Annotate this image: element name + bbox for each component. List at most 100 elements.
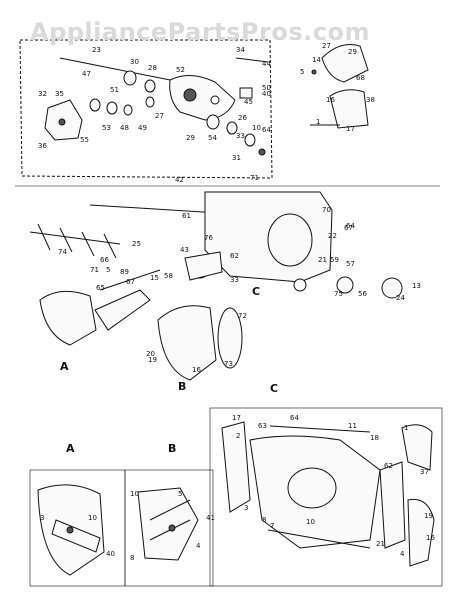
callout-number: 73 <box>224 360 233 368</box>
callout-number: 21 <box>318 256 327 264</box>
callout-number: 25 <box>132 240 141 248</box>
callout-number: 33 <box>230 276 239 284</box>
callout-number: 71 <box>90 266 99 274</box>
callout-number: 17 <box>346 125 355 133</box>
callout-number: 17 <box>232 414 241 422</box>
callout-number: 13 <box>412 282 421 290</box>
gearbox-assembly <box>19 39 273 179</box>
callout-number: 50 <box>262 84 271 92</box>
callout-number: 41 <box>206 514 215 522</box>
callouts-right-top: 27 29 5 14 68 16 38 1 17 <box>300 42 375 133</box>
callout-number: 74 <box>58 248 67 256</box>
inset-b <box>124 469 214 587</box>
callout-number: 75 <box>334 290 343 298</box>
callout-number: 56 <box>358 290 367 298</box>
section-label-c: C <box>270 382 278 395</box>
callout-number: 59 <box>330 256 339 264</box>
inset-label-a: A <box>66 442 75 455</box>
callout-number: 7 <box>270 522 274 530</box>
callout-number: 64 <box>262 126 271 134</box>
section-label-c-mid: C <box>252 285 260 298</box>
callout-number: 1 <box>404 424 408 432</box>
section-label-b: B <box>178 380 186 393</box>
callout-number: 40 <box>106 550 115 558</box>
callout-number: 3 <box>40 514 44 522</box>
callout-number: 16 <box>326 96 335 104</box>
callout-number: 67 <box>344 224 353 232</box>
callout-number: 89 <box>120 268 129 276</box>
inset-c <box>209 407 443 587</box>
callout-number: 68 <box>356 74 365 82</box>
callout-number: 55 <box>80 136 89 144</box>
callout-number: 20 <box>146 350 155 358</box>
callout-number: 28 <box>148 64 157 72</box>
callout-number: 27 <box>322 42 331 50</box>
callout-number: 36 <box>38 142 47 150</box>
callout-number: 62 <box>230 252 239 260</box>
callout-number: 67 <box>126 278 135 286</box>
callout-number: 1 <box>316 118 320 126</box>
callout-number: 10 <box>130 490 139 498</box>
callout-number: 24 <box>396 294 405 302</box>
callout-number: 64 <box>346 222 355 230</box>
callout-number: 49 <box>138 124 147 132</box>
callout-number: 42 <box>175 176 184 184</box>
callout-number: 40 <box>262 90 271 98</box>
callout-number: 38 <box>366 96 375 104</box>
callout-number: 10 <box>306 518 315 526</box>
callout-number: 30 <box>130 58 139 66</box>
callout-number: 63 <box>258 422 267 430</box>
callouts-inset-a: 3 40 10 <box>40 514 115 558</box>
callout-number: 10 <box>88 514 97 522</box>
auger-assembly <box>29 191 403 381</box>
callout-number: 2 <box>236 432 240 440</box>
callout-number: 11 <box>348 422 357 430</box>
callout-number: 62 <box>384 462 393 470</box>
callout-number: 3 <box>244 504 248 512</box>
watermark: AppliancePartsPros.com <box>30 18 370 46</box>
callout-number: 8 <box>262 516 266 524</box>
callout-number: 37 <box>420 468 429 476</box>
callout-number: 58 <box>164 272 173 280</box>
callout-number: 53 <box>102 124 111 132</box>
callout-number: 65 <box>96 284 105 292</box>
callout-number: 47 <box>82 70 91 78</box>
callout-number: 76 <box>204 234 213 242</box>
callout-number: 48 <box>120 124 129 132</box>
callout-number: 15 <box>150 274 159 282</box>
callout-number: 4 <box>400 550 405 558</box>
inset-a <box>29 469 126 587</box>
callout-number: 5 <box>106 266 110 274</box>
callout-number: 45 <box>244 98 253 106</box>
callout-number: 16 <box>192 366 201 374</box>
callout-number: 5 <box>300 68 304 76</box>
callout-number: 72 <box>238 312 247 320</box>
callout-number: 23 <box>92 46 101 54</box>
callout-number: 44 <box>262 60 271 68</box>
callout-number: 33 <box>236 132 245 140</box>
callout-number: 70 <box>322 206 331 214</box>
callout-number: 8 <box>130 554 134 562</box>
callout-number: 22 <box>328 232 337 240</box>
callout-number: 19 <box>424 512 433 520</box>
callout-number: 35 <box>55 90 64 98</box>
callout-number: 32 <box>38 90 47 98</box>
section-label-a: A <box>60 360 69 373</box>
callout-number: 16 <box>426 534 435 542</box>
callout-number: 19 <box>148 356 157 364</box>
callout-number: 29 <box>348 48 357 56</box>
callout-number: 66 <box>100 256 109 264</box>
chute-parts <box>310 44 369 129</box>
callout-number: 14 <box>312 56 321 64</box>
callout-number: 5 <box>178 490 182 498</box>
callout-number: 43 <box>180 246 189 254</box>
callout-number: 29 <box>186 134 195 142</box>
callout-number: 71 <box>250 174 259 182</box>
callout-number: 21 <box>376 540 385 548</box>
callout-number: 34 <box>236 46 245 54</box>
